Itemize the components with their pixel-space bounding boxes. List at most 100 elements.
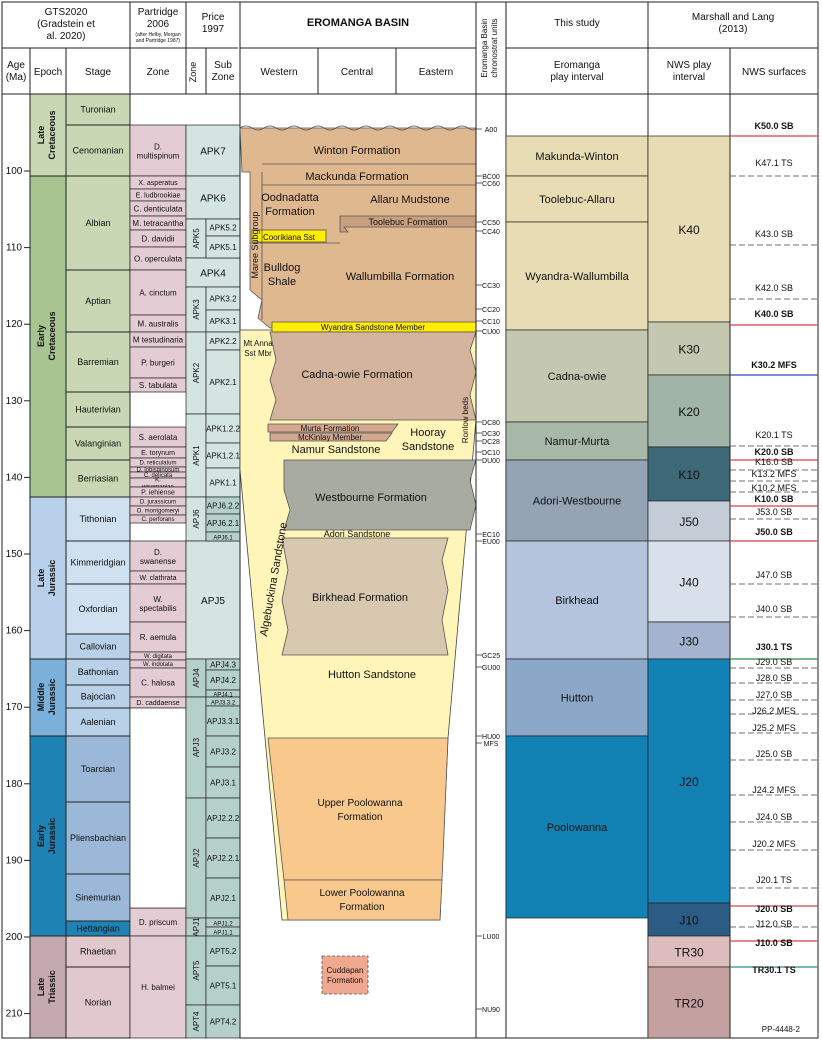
- play-interval-label: Hutton: [561, 693, 593, 705]
- nws-interval-cell: [647, 135, 731, 323]
- epoch-late-cretaceous: [29, 93, 67, 177]
- stage-cell: [65, 658, 131, 686]
- hutton-label: Hutton Sandstone: [328, 669, 416, 681]
- stage-cell: [65, 124, 131, 177]
- epoch-mj-2: Jurassic: [47, 679, 57, 716]
- stage-label: Kimmeridgian: [70, 558, 125, 568]
- play-interval-cell: [505, 459, 649, 542]
- play-interval-label: Birkhead: [555, 595, 598, 607]
- play-interval-cell: [505, 221, 649, 331]
- spore-zone-label: C. halosa: [141, 679, 175, 688]
- oodnadatta-label2: Formation: [265, 206, 315, 218]
- stage-column: TuronianCenomanianAlbianAptianBarremianH…: [65, 93, 131, 1039]
- price-zone-label: APJ3: [192, 737, 201, 757]
- stage-label: Pliensbachian: [70, 833, 126, 843]
- play-interval-header2: play interval: [550, 72, 603, 83]
- stage-label: Rhaetian: [80, 947, 116, 957]
- age-tick-label: 190: [6, 855, 23, 866]
- epoch-ec-2: Cretaceous: [47, 311, 57, 360]
- sub-header2: Zone: [212, 72, 235, 83]
- spore-zone-label: O. operculata: [134, 255, 183, 264]
- chrono-unit-label: A00: [485, 127, 498, 134]
- murta-label: Murta Formation: [301, 424, 360, 433]
- price-subzone-label: APJ6.1: [213, 536, 233, 542]
- age-tick-label: 160: [6, 626, 23, 637]
- epoch-ec-1: Early: [36, 325, 46, 347]
- epoch-lt-1: Late: [36, 978, 46, 997]
- stage-cell: [65, 496, 131, 542]
- play-intervals-column: Makunda-WintonToolebuc-AllaruWyandra-Wal…: [505, 93, 649, 1039]
- nws-interval-label: TR30: [674, 946, 704, 960]
- nws-surfaces-header: NWS surfaces: [742, 67, 806, 78]
- wyandra-label: Wyandra Sandstone Member: [321, 323, 425, 332]
- stage-label: Toarcian: [81, 764, 115, 774]
- price-subzone-cell: [205, 965, 241, 1006]
- stage-label: Albian: [85, 218, 110, 228]
- age-tick-label: 120: [6, 319, 23, 330]
- age-tick-label: 110: [6, 243, 22, 254]
- spore-zone-label: W. clathrata: [140, 575, 177, 582]
- price-zone-label: APK2: [192, 362, 201, 383]
- stage-cell: [65, 459, 131, 498]
- nws-interval-cell: [647, 902, 731, 937]
- age-tick-label: 200: [6, 932, 23, 943]
- chrono-unit-label: NU90: [482, 1007, 500, 1014]
- spore-zone-cell: [129, 124, 187, 177]
- murta-bar: [267, 423, 399, 433]
- play-interval-label: Makunda-Winton: [535, 151, 618, 163]
- epoch-header: Epoch: [34, 67, 62, 78]
- play-interval-label: Cadna-owie: [548, 371, 607, 383]
- nws-surface-label: J10.0 SB: [755, 938, 793, 948]
- spore-zone-label: D. caddaense: [136, 700, 179, 707]
- spore-zone-label: K.: [155, 478, 161, 484]
- bulldog-label: Bulldog: [264, 262, 301, 274]
- epoch-late-triassic: [29, 935, 67, 1039]
- stage-label: Valanginian: [75, 439, 121, 449]
- zone-header: Zone: [147, 67, 170, 78]
- eastern-header: Eastern: [419, 67, 453, 78]
- price-subzone-label: APJ3.1: [210, 779, 236, 788]
- nws-interval-label: K30: [678, 343, 700, 357]
- wallumbilla-label: Wallumbilla Formation: [346, 271, 454, 283]
- spore-zone-label: D. davidii: [142, 235, 175, 244]
- westbourne-label: Westbourne Formation: [315, 492, 427, 504]
- spore-zone-label: E. ludbrookiae: [136, 193, 181, 200]
- nws-interval-label: J40: [679, 576, 699, 590]
- price-zone-label: APT5: [192, 960, 201, 981]
- play-interval-cell: [505, 421, 649, 461]
- spore-zone-label-2: multispinum: [137, 152, 180, 161]
- spore-zone-label: P. iehiense: [141, 490, 175, 497]
- nws-interval-cell: [647, 966, 731, 1039]
- spore-zone-gap: [129, 707, 187, 909]
- chrono-unit-label: LU00: [483, 934, 500, 941]
- sub-header: Sub: [214, 60, 232, 71]
- gts-title: GTS2020: [45, 7, 88, 18]
- epoch-early-jurassic: [29, 735, 67, 937]
- nws-play-header: NWS play: [667, 60, 711, 71]
- chrono-unit-label: EU00: [482, 539, 500, 546]
- epoch-middle-jurassic: [29, 658, 67, 737]
- play-interval-header: Eromanga: [554, 60, 601, 71]
- age-tick-label: 180: [6, 779, 23, 790]
- lower-poolowanna-label: Lower Poolowanna: [319, 888, 404, 899]
- price-subzone-label: APJ1.1: [213, 931, 233, 937]
- nws-interval-cell: [647, 500, 731, 542]
- toolebuc-label: Toolebuc Formation: [368, 217, 447, 227]
- upper-poolowanna-label2: Formation: [337, 812, 382, 823]
- spore-zone-label: D. lobispinosum: [137, 468, 180, 474]
- spore-zone-label: D. jurassicum: [140, 500, 176, 506]
- nws-surface-label: K16.0 SB: [755, 457, 793, 467]
- nws-surface-label: K40.0 SB: [754, 309, 794, 319]
- price-subzone-cell: [205, 442, 241, 469]
- spore-zone-label: X. asperatus: [138, 180, 178, 187]
- price-subzone-label: APK1.2.2: [206, 425, 240, 434]
- nws-interval-label: J20: [679, 775, 699, 789]
- price-zone-label: APJ2: [192, 848, 201, 868]
- nws-interval-label: J30: [679, 635, 699, 649]
- age-tick-label: 150: [6, 549, 23, 560]
- price-subzone-label: APJ2.2.2: [207, 814, 240, 823]
- nws-interval-label: J10: [679, 914, 699, 928]
- spore-zone-label: M. australis: [138, 320, 179, 329]
- play-interval-cell: [505, 540, 649, 660]
